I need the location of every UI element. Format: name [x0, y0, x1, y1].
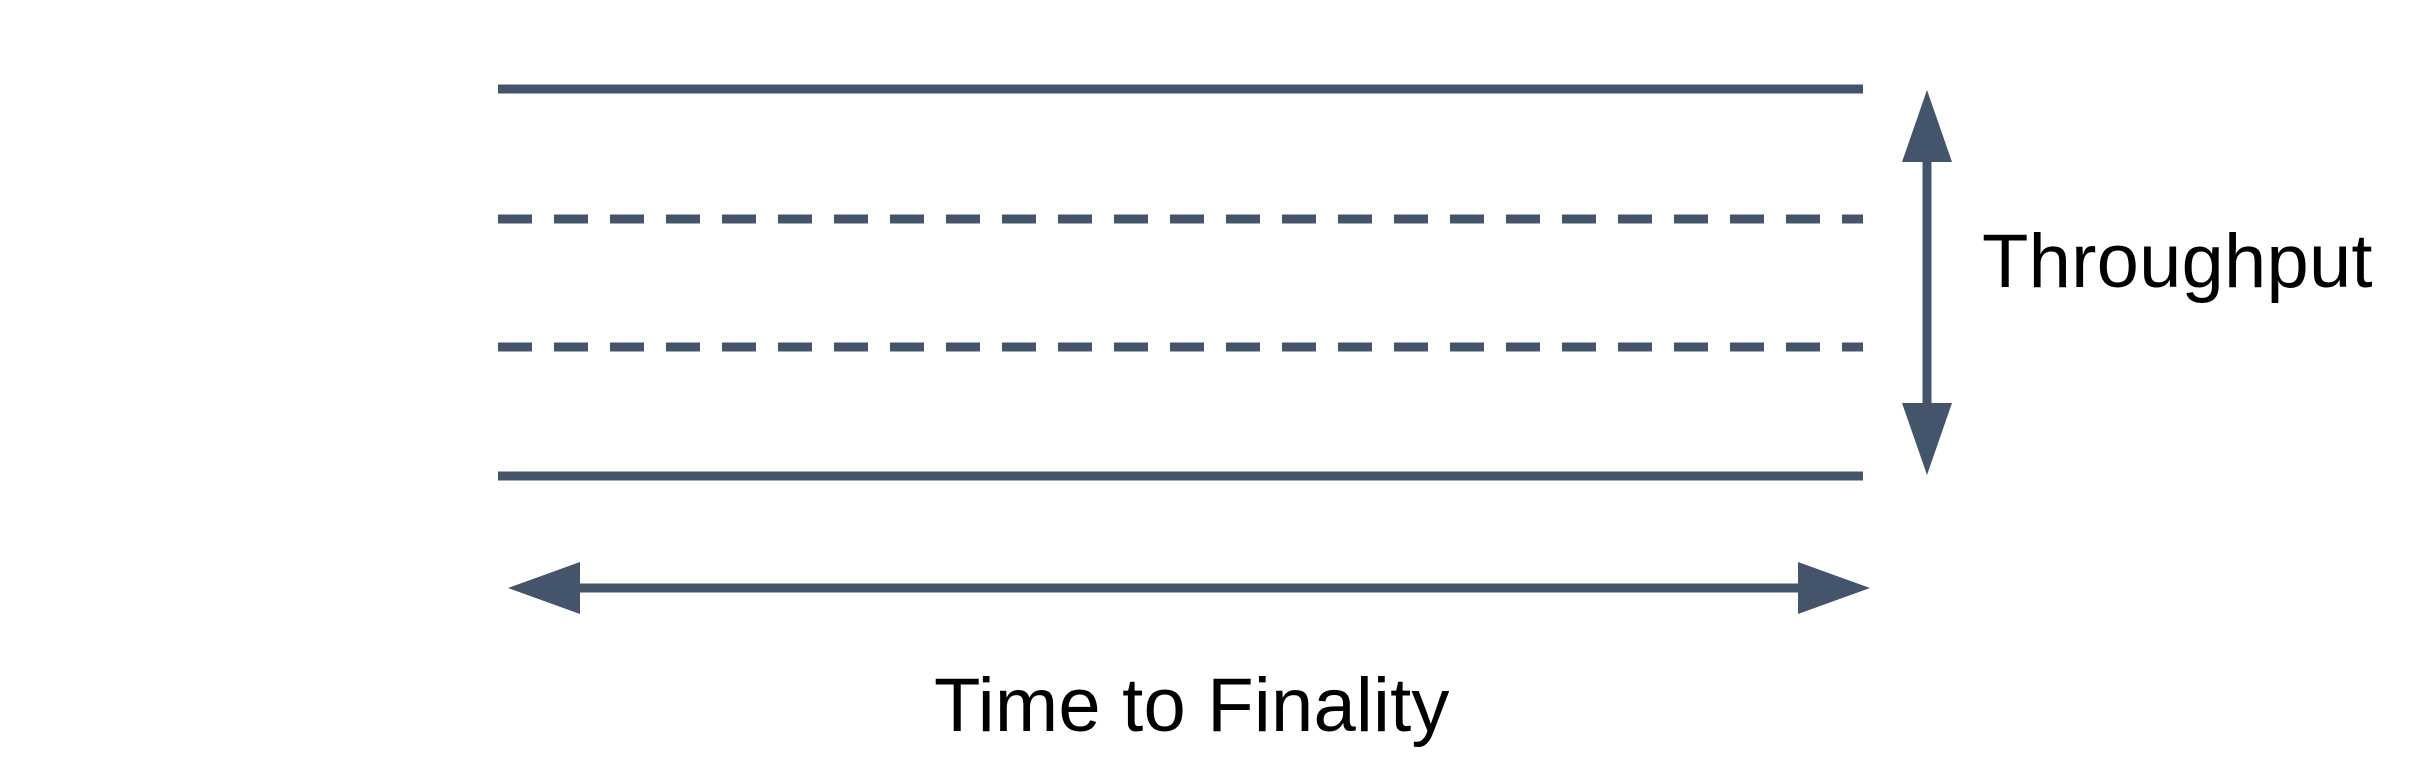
- throughput-axis-label: Throughput: [1982, 219, 2373, 304]
- time-to-finality-axis-label: Time to Finality: [934, 663, 1450, 748]
- time-to-finality-arrow-head-left: [508, 562, 580, 614]
- throughput-arrow-head-down: [1902, 403, 1952, 475]
- time-to-finality-arrow: [508, 562, 1870, 614]
- throughput-arrow-head-up: [1902, 90, 1952, 162]
- throughput-arrow: [1902, 90, 1952, 475]
- time-to-finality-arrow-head-right: [1798, 562, 1870, 614]
